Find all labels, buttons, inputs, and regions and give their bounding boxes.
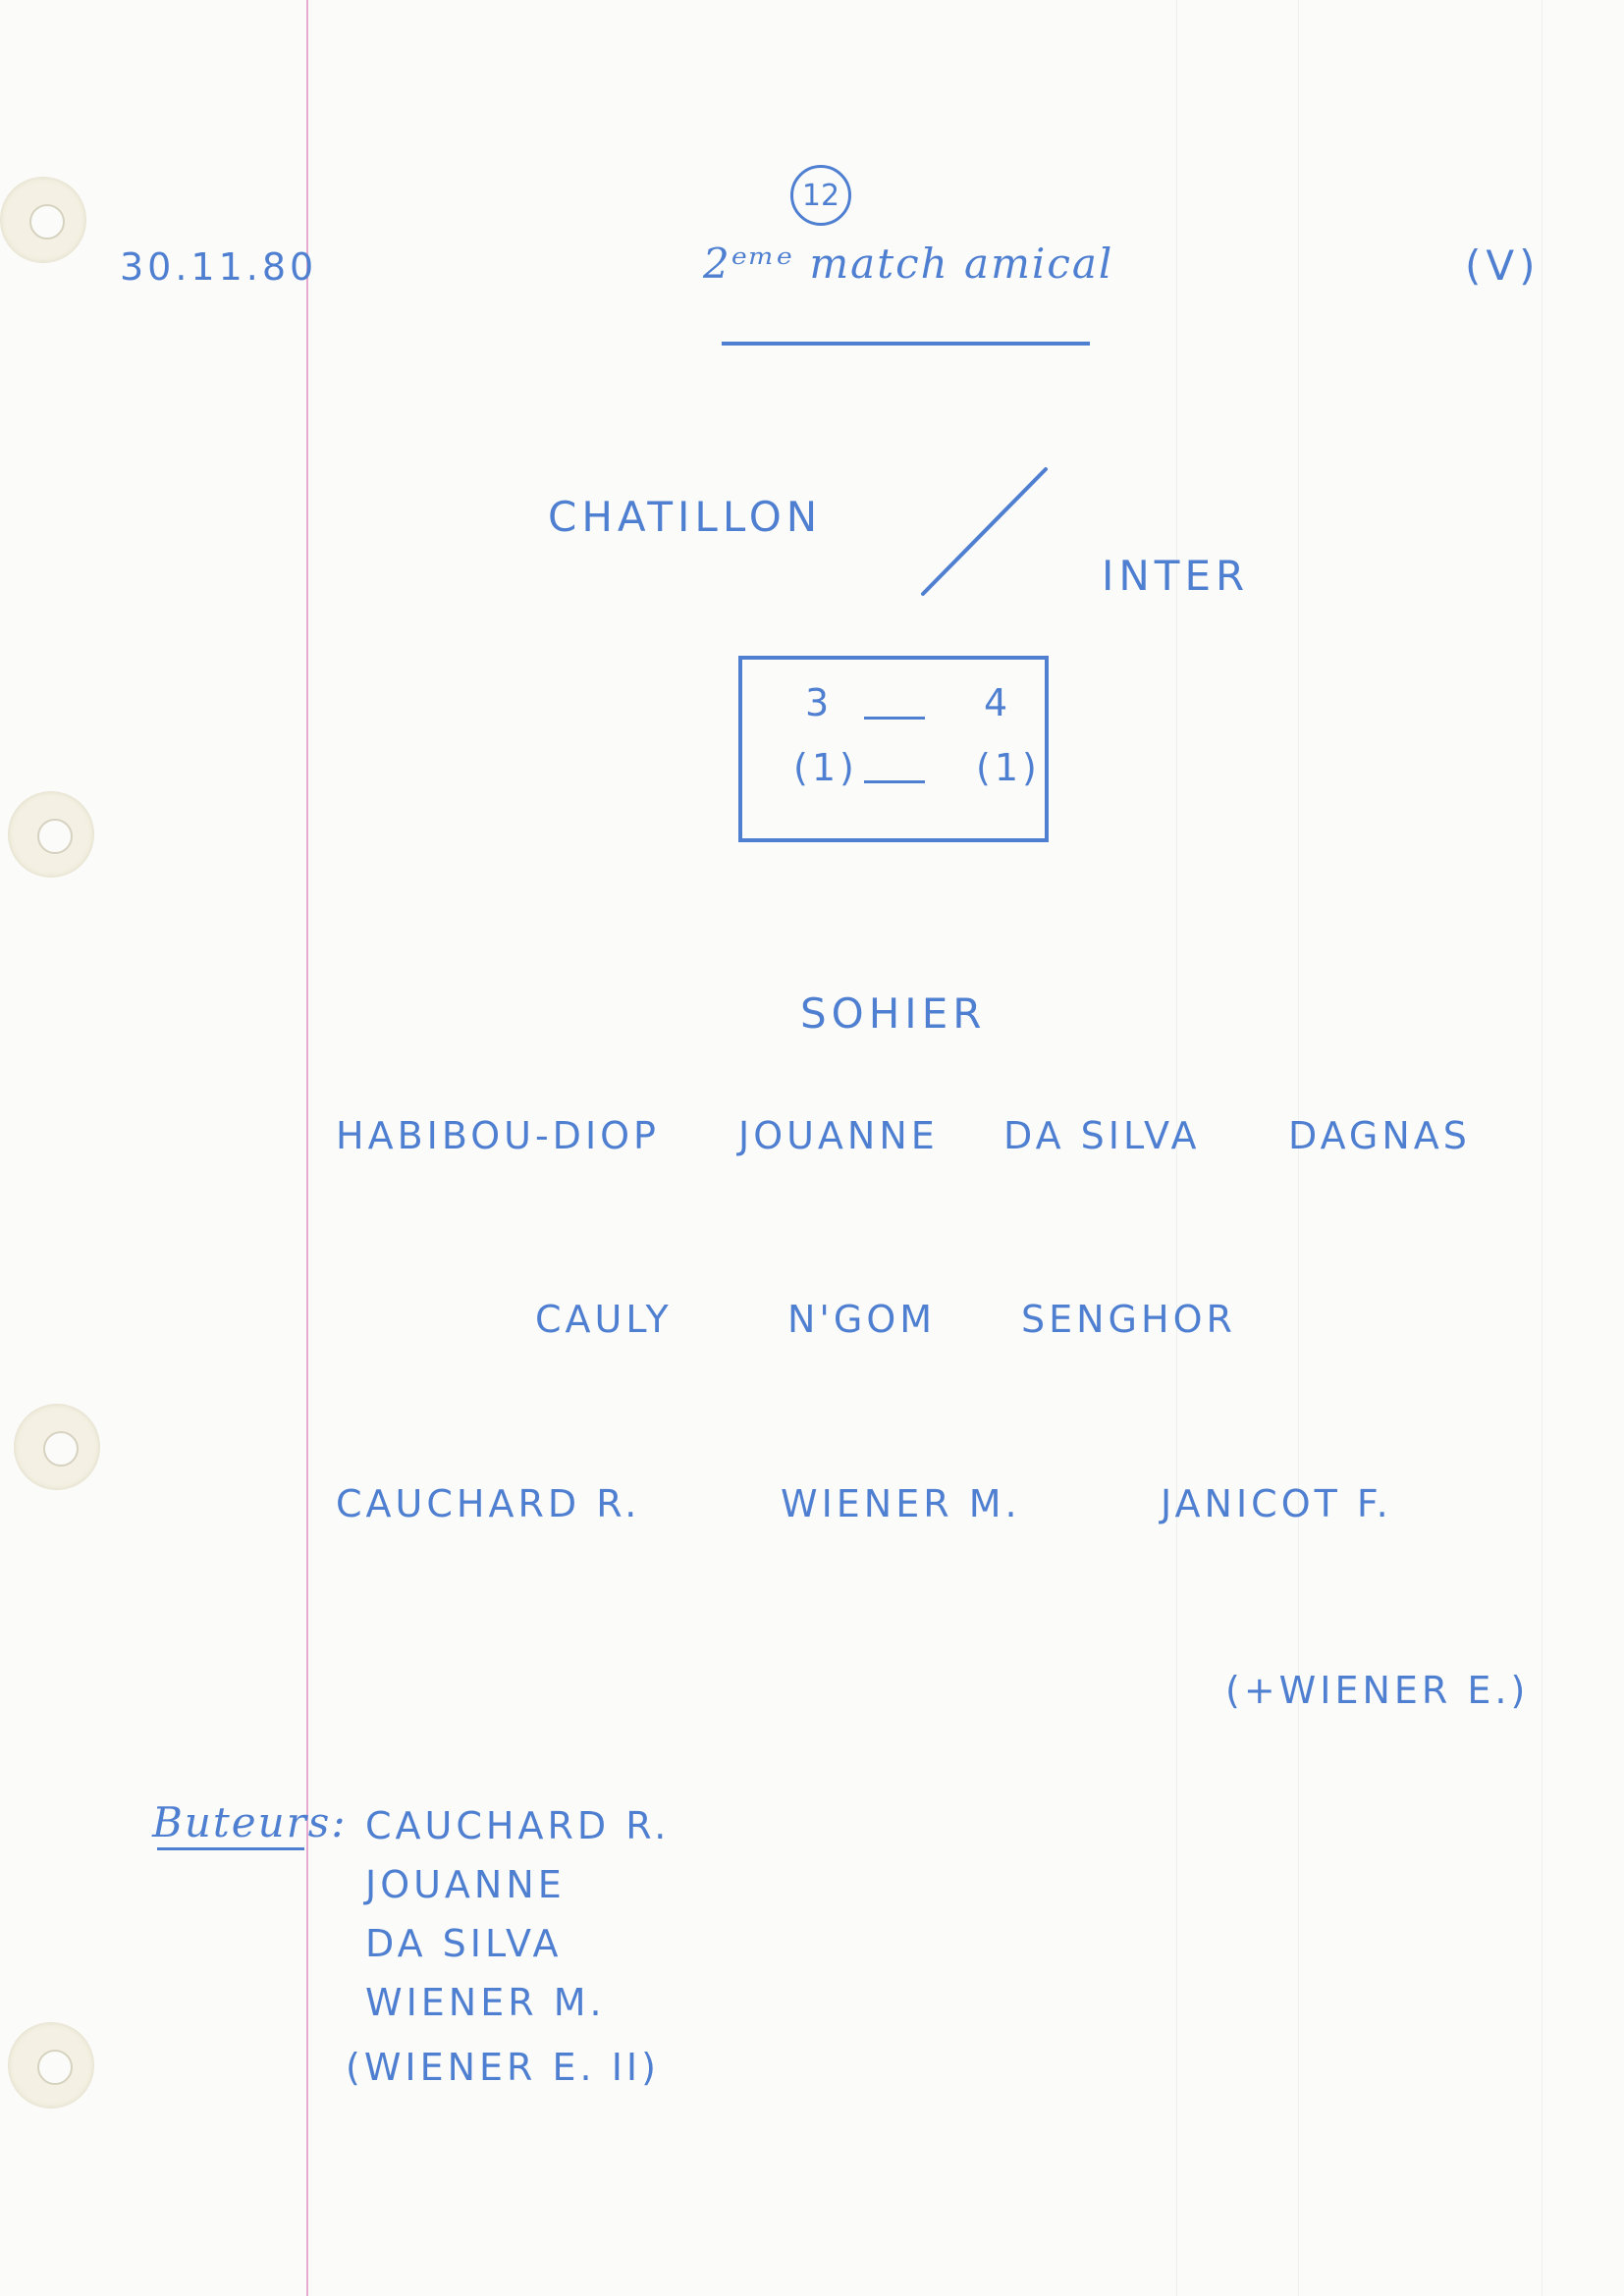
sheet-number: 12 bbox=[790, 165, 851, 226]
midfielder: N'GOM bbox=[787, 1298, 937, 1341]
binder-hole bbox=[14, 1404, 100, 1490]
substitute: (+WIENER E.) bbox=[1225, 1669, 1530, 1712]
defender: DA SILVA bbox=[1003, 1114, 1201, 1157]
goalkeeper: SOHIER bbox=[800, 989, 987, 1038]
scorers-label-underline bbox=[157, 1847, 304, 1850]
faint-ruling bbox=[1176, 0, 1177, 2296]
result-mark: (V) bbox=[1465, 241, 1541, 290]
final-score-b: 4 bbox=[984, 681, 1012, 724]
final-score-a: 3 bbox=[805, 681, 834, 724]
versus-slash bbox=[921, 467, 1048, 596]
half-score-a: (1) bbox=[793, 746, 858, 789]
team-b: INTER bbox=[1102, 552, 1250, 600]
midfielder: CAULY bbox=[535, 1298, 673, 1341]
defender: HABIBOU-DIOP bbox=[336, 1114, 660, 1157]
title-underline bbox=[722, 342, 1090, 346]
forward: WIENER M. bbox=[781, 1482, 1021, 1525]
scorer: WIENER M. bbox=[365, 1981, 606, 2024]
score-dash bbox=[864, 717, 925, 720]
team-a: CHATILLON bbox=[548, 493, 823, 541]
score-box bbox=[738, 656, 1049, 842]
faint-ruling bbox=[1298, 0, 1299, 2296]
scorers-label: Buteurs: bbox=[152, 1798, 348, 1846]
scorer: CAUCHARD R. bbox=[365, 1804, 671, 1847]
forward: JANICOT F. bbox=[1161, 1482, 1392, 1525]
binder-hole bbox=[8, 791, 94, 878]
scorer: JOUANNE bbox=[365, 1863, 566, 1906]
binder-hole bbox=[8, 2022, 94, 2109]
date: 30.11.80 bbox=[120, 245, 318, 289]
defender: DAGNAS bbox=[1288, 1114, 1471, 1157]
score-dash bbox=[864, 780, 925, 783]
binder-hole bbox=[0, 177, 86, 263]
scorer: (WIENER E. II) bbox=[346, 2046, 660, 2089]
half-score-b: (1) bbox=[976, 746, 1041, 789]
match-title: 2ᵉᵐᵉ match amical bbox=[703, 240, 1114, 288]
midfielder: SENGHOR bbox=[1021, 1298, 1236, 1341]
margin-line bbox=[306, 0, 308, 2296]
forward: CAUCHARD R. bbox=[336, 1482, 641, 1525]
faint-ruling bbox=[1542, 0, 1543, 2296]
scorer: DA SILVA bbox=[365, 1922, 563, 1965]
defender: JOUANNE bbox=[738, 1114, 939, 1157]
